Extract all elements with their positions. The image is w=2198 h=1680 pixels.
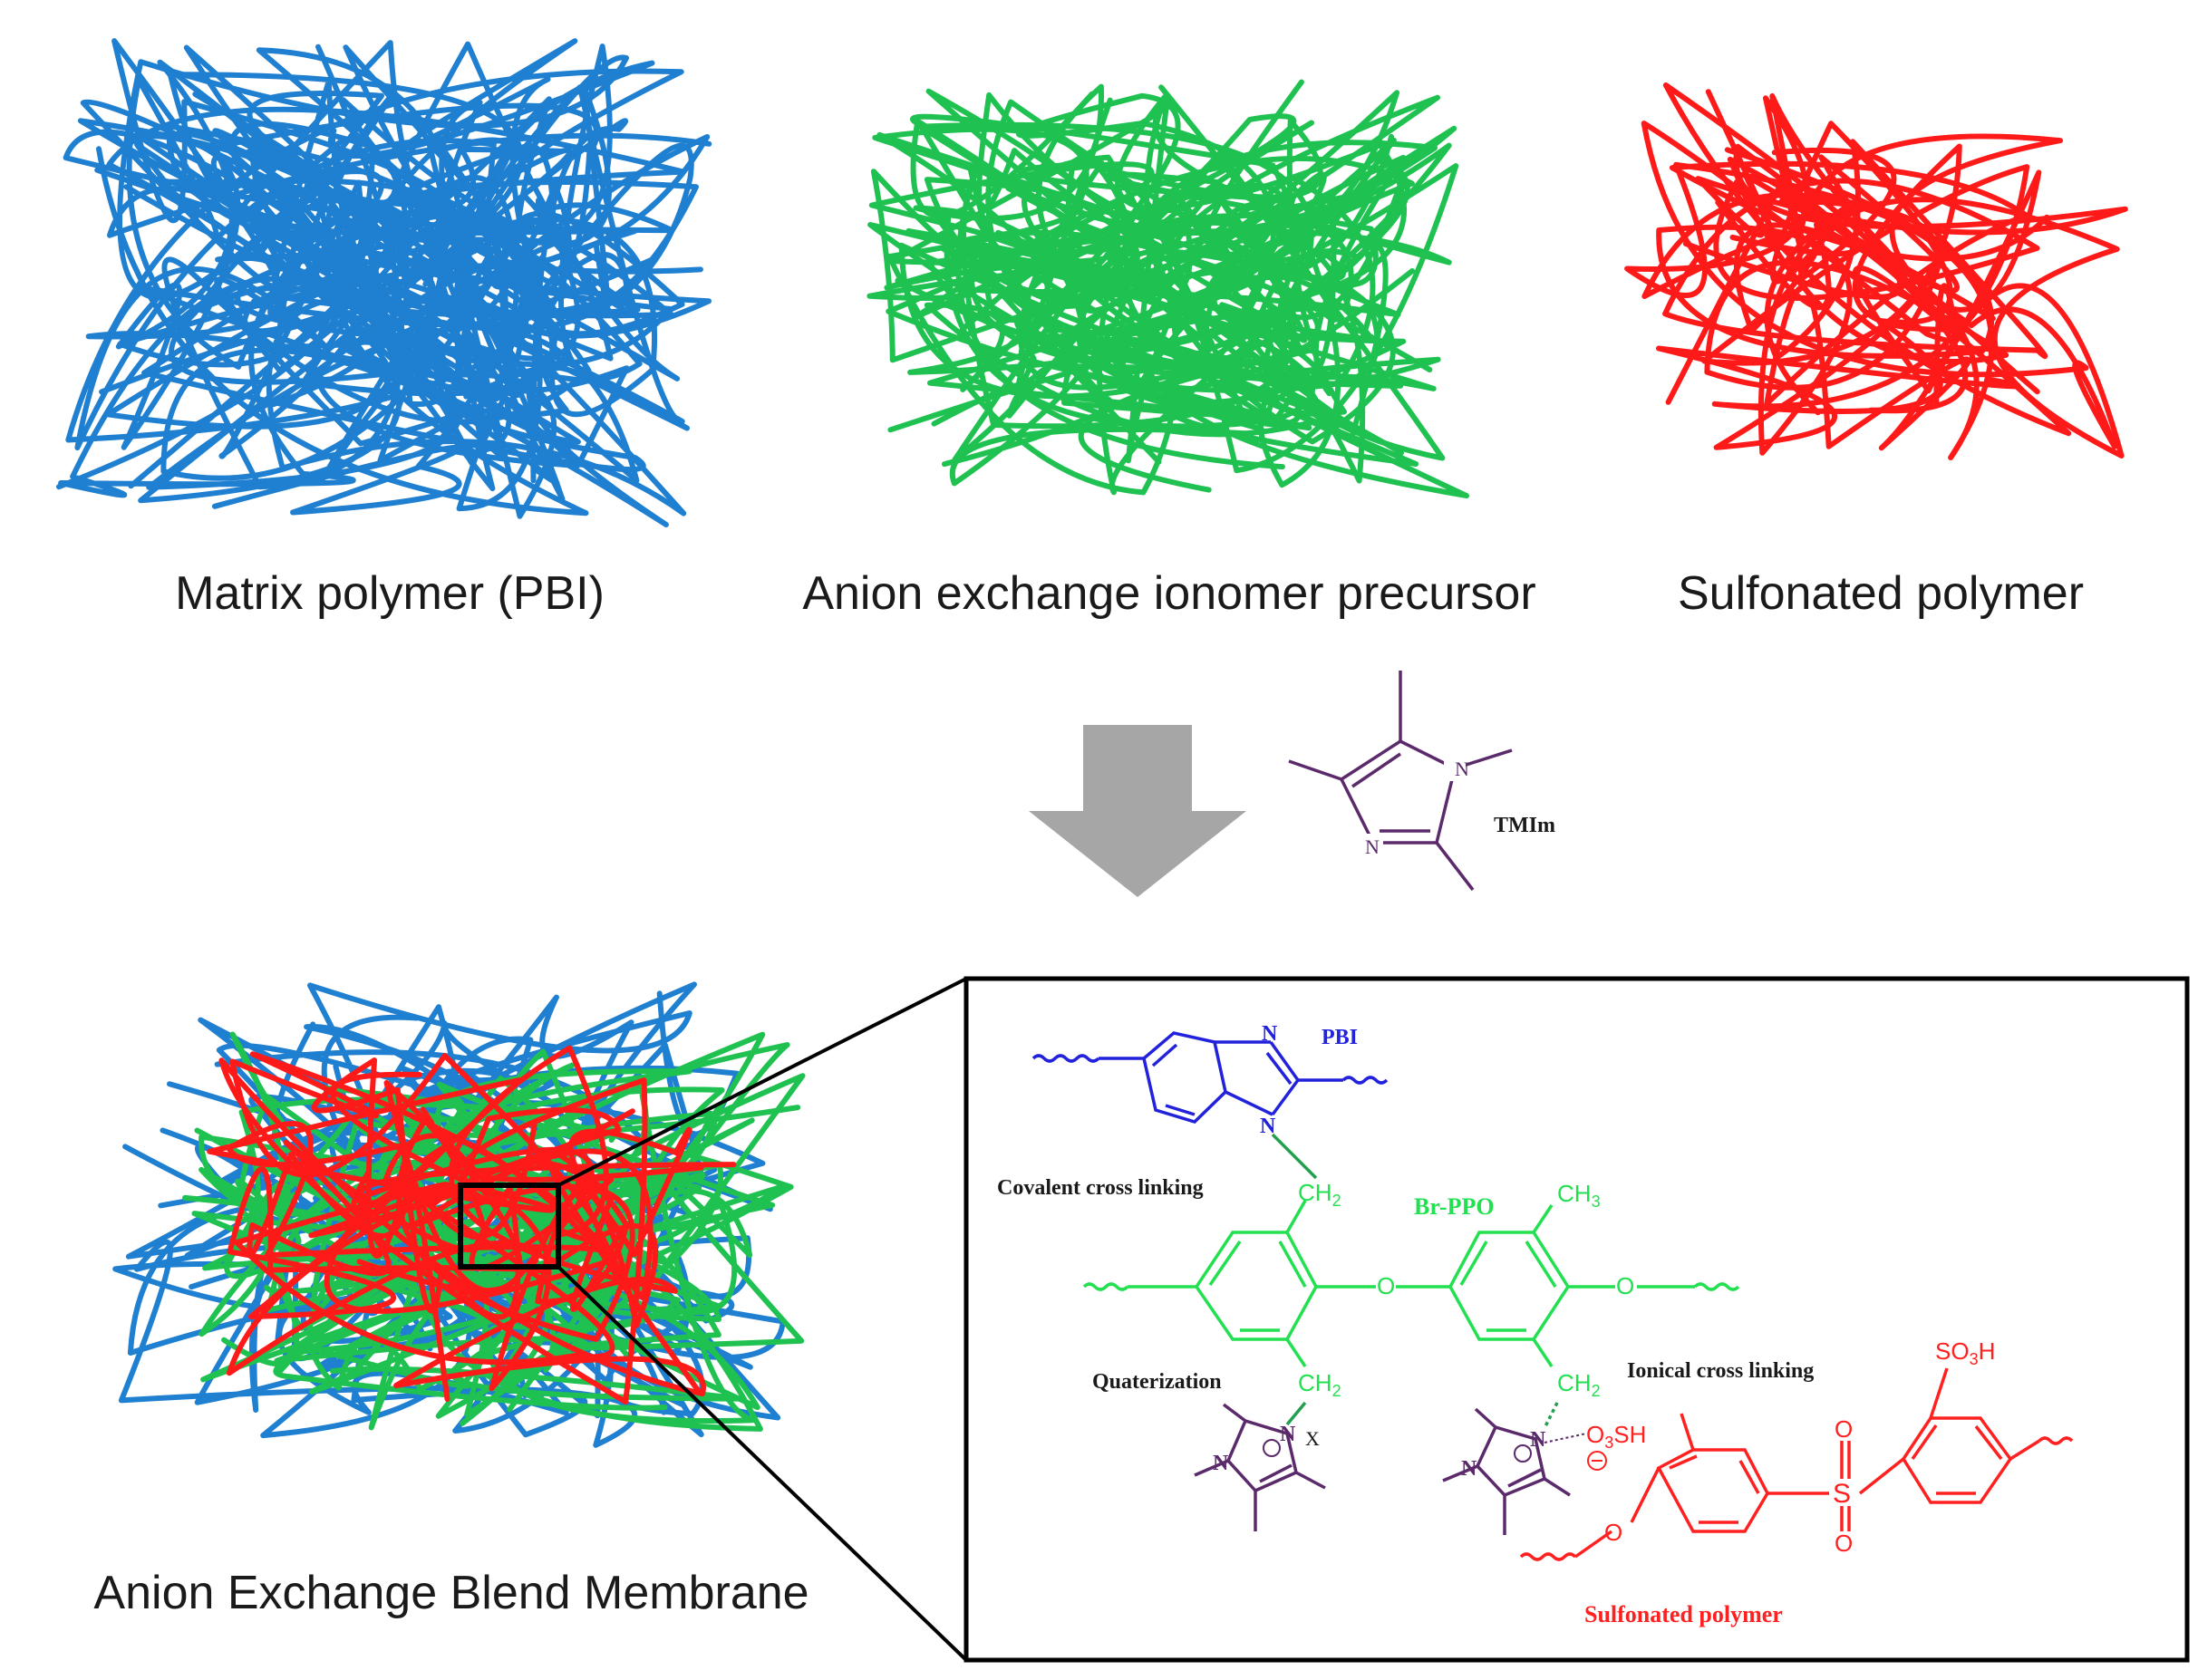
sulfonated-polymer-structure: [1519, 1367, 2074, 1561]
tmim-molecule: [1288, 671, 1513, 892]
zoom-connector-bottom: [557, 1265, 968, 1662]
anion-precursor-tangle: [867, 79, 1469, 499]
zoom-box: [458, 1183, 561, 1270]
pbi-n-top: N: [1262, 1022, 1278, 1046]
pbi-chain-strand: [160, 38, 712, 527]
ppo-o-ether: O: [1377, 1272, 1395, 1299]
covalent-bond: [1271, 1133, 1318, 1180]
sulfonated-chain-strand: [1662, 139, 2128, 414]
so3h-top: SO3H: [1935, 1337, 1995, 1368]
tmim-n-label: N: [1455, 758, 1469, 780]
ch2-label-b: CH2: [1298, 1369, 1341, 1400]
sulfone-o-top: O: [1835, 1415, 1853, 1443]
blend-sulfonated-strand: [207, 1077, 622, 1376]
blend-sulfonated-strand: [218, 1045, 706, 1405]
sulfone-o-bottom: O: [1835, 1530, 1853, 1557]
im2-n: N: [1461, 1457, 1477, 1481]
sulfonated-chain-strand: [1701, 121, 2030, 416]
counter-anion: X: [1305, 1427, 1320, 1450]
quaternization-label: Quaterization: [1092, 1370, 1222, 1394]
process-arrow-icon: [1029, 725, 1246, 897]
tmim-n2-label: N: [1365, 835, 1380, 858]
br-ppo-structure: [1082, 1200, 1740, 1367]
tmim-label: TMIm: [1494, 814, 1555, 837]
pbi-label: PBI: [1322, 1026, 1358, 1049]
so3h-ionic: O3SH: [1586, 1421, 1646, 1452]
pbi-structure: [1031, 1031, 1389, 1124]
br-ppo-label: Br-PPO: [1414, 1193, 1495, 1220]
pbi-chain-strand: [126, 43, 643, 516]
ppo-o-end: O: [1616, 1272, 1634, 1299]
chemistry-inset-frame: [963, 976, 2190, 1663]
ch3-label: CH3: [1557, 1180, 1601, 1211]
blend-red-tangle: [207, 1045, 737, 1405]
im1-n-plus: N: [1280, 1423, 1296, 1446]
covalent-cross-linking-label: Covalent cross linking: [997, 1176, 1204, 1200]
sulfonated-polymer-inset-label: Sulfonated polymer: [1584, 1601, 1783, 1627]
zoom-connector-top: [557, 977, 967, 1187]
imidazolium-1: [1194, 1401, 1326, 1531]
precursor-chain-strand: [927, 125, 1457, 465]
imidazolium-2: [1442, 1402, 1571, 1535]
sulfone-s: S: [1833, 1479, 1851, 1509]
matrix-polymer-label: Matrix polymer (PBI): [175, 567, 605, 620]
sulfonated-polymer-label: Sulfonated polymer: [1678, 567, 2084, 620]
im2-n-plus: N: [1530, 1428, 1546, 1452]
im1-n: N: [1213, 1452, 1229, 1475]
precursor-chain-strand: [884, 94, 1410, 445]
plus-charge-icon: [1263, 1439, 1281, 1457]
ionic-interaction: [1544, 1433, 1587, 1443]
plus-charge-icon-2: [1514, 1444, 1532, 1463]
ionical-cross-linking-label: Ionical cross linking: [1627, 1359, 1814, 1383]
blend-sulfonated-strand: [229, 1051, 702, 1395]
minus-charge-icon: [1587, 1451, 1607, 1471]
sulfo-phenoxy-o: O: [1604, 1519, 1622, 1546]
ch2-label-c: CH2: [1557, 1369, 1601, 1400]
pbi-chain-strand: [115, 59, 694, 464]
blend-membrane-label: Anion Exchange Blend Membrane: [93, 1567, 809, 1619]
matrix-polymer-tangle: [56, 38, 712, 527]
pbi-chain-strand: [212, 44, 699, 519]
anion-precursor-label: Anion exchange ionomer precursor: [802, 567, 1535, 620]
pbi-n-bottom: N: [1260, 1115, 1276, 1138]
sulfonated-polymer-tangle: [1624, 82, 2128, 460]
